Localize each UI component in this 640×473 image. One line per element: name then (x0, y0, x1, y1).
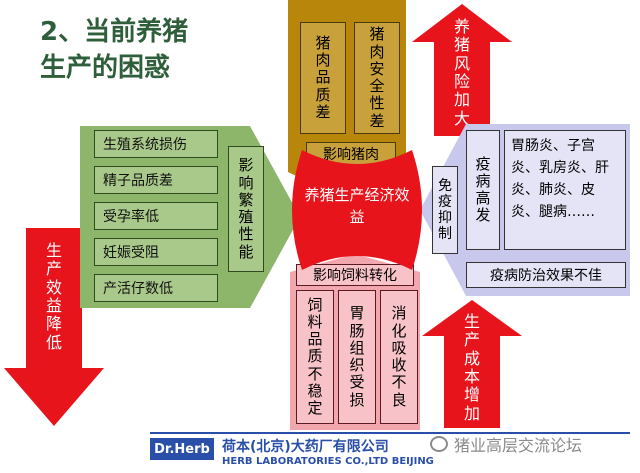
left-item: 受孕率低 (94, 202, 218, 230)
center-hub (292, 150, 422, 270)
cost-arrow (422, 300, 522, 428)
disease-list-text: 胃肠炎、子宫炎、乳房炎、肝炎、肺炎、皮炎、腿病…… (511, 138, 609, 220)
left-side-label: 影响繁殖性能 (228, 146, 264, 272)
footer-divider (150, 432, 630, 434)
title-line-2: 生产的困惑 (40, 53, 171, 83)
disease-control: 疫病防治效果不佳 (466, 262, 626, 288)
left-item: 妊娠受阻 (94, 238, 218, 266)
page-title: 2、当前养猪 生产的困惑 (40, 14, 240, 86)
immune-label: 免疫抑制 (432, 166, 458, 254)
top-footer-text: 影响猪肉 (323, 147, 379, 163)
disease-control-text: 疫病防治效果不佳 (490, 268, 602, 284)
top-col-2: 猪肉安全性差 (354, 22, 400, 134)
profit-arrow-label: 生产效益降低 (45, 240, 62, 352)
footer-watermark: 猪业高层交流论坛 (430, 432, 636, 456)
left-item: 精子品质差 (94, 166, 218, 194)
bottom-col-2: 胃肠组织受损 (338, 290, 376, 424)
bottom-col-3: 消化吸收不良 (380, 290, 418, 424)
center-label-text: 养猪生产经济效益 (304, 186, 410, 226)
footer-company-cn: 荷本(北京)大药厂有限公司 (222, 439, 389, 455)
footer-logo-text: Dr.Herb (154, 441, 210, 457)
bottom-col-1: 饲料品质不稳定 (296, 290, 334, 424)
bottom-header-text: 影响饲料转化 (313, 268, 397, 284)
footer-logo: Dr.Herb (150, 438, 214, 460)
top-footer: 影响猪肉 (306, 142, 396, 166)
footer-company-en: HERB LABORATORIES CO.,LTD BEIJING (222, 456, 434, 467)
cost-arrow-label: 生产成本增加 (463, 311, 480, 423)
risk-arrow-label: 养猪风险加大 (453, 16, 470, 128)
disease-list: 胃肠炎、子宫炎、乳房炎、肝炎、肺炎、皮炎、腿病…… (504, 130, 626, 250)
left-item: 生殖系统损伤 (94, 130, 218, 158)
bottom-header: 影响饲料转化 (296, 264, 414, 286)
wechat-icon (430, 436, 448, 452)
center-label: 养猪生产经济效益 (298, 184, 416, 228)
left-item: 产活仔数低 (94, 274, 218, 302)
profit-arrow (4, 228, 104, 426)
title-line-1: 2、当前养猪 (40, 17, 189, 47)
top-col-1: 猪肉品质差 (300, 22, 346, 134)
left-item-list: 生殖系统损伤 精子品质差 受孕率低 妊娠受阻 产活仔数低 (94, 130, 218, 302)
risk-arrow (412, 4, 512, 136)
disease-high-label: 疫病高发 (466, 130, 500, 250)
